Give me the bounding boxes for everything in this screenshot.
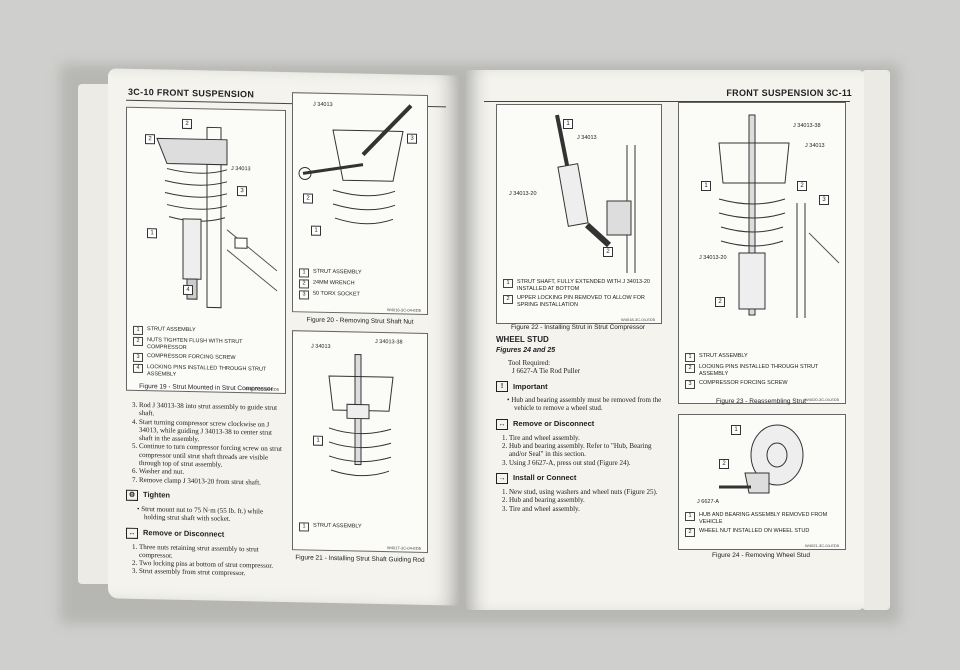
callout-3: 3 [237, 186, 247, 197]
remove-arrows-icon: ↔ [126, 527, 138, 539]
tool-required: Tool Required: [508, 358, 551, 367]
tighten-bullet: • Strut mount nut to 75 N·m (55 lb. ft.)… [137, 504, 264, 524]
important-bullet: • Hub and bearing assembly must be remov… [507, 396, 662, 413]
tool-name: J 6627-A Tie Rod Puller [512, 366, 581, 375]
tool-label-a: J 34013 [577, 135, 597, 141]
tool-label-a: J 34013 [311, 343, 331, 350]
remove-heading: ↔Remove or Disconnect [496, 418, 666, 430]
install-arrows-icon: → [496, 472, 508, 484]
callout-2: 2 [719, 459, 729, 469]
step: Tire and wheel assembly. [509, 434, 666, 442]
install-heading: →Install or Connect [496, 472, 666, 484]
left-page: 3C-10 FRONT SUSPENSION 2 2 3 1 4 J 34013… [108, 68, 460, 606]
step: Tire and wheel assembly. [509, 505, 666, 513]
tool-label-b: J 34013-20 [509, 191, 537, 197]
remove-heading: ↔Remove or Disconnect [126, 527, 286, 541]
callout-1: 1 [563, 119, 573, 129]
wheel-stud-illustration [719, 424, 804, 494]
wrench-icon: ⚙ [126, 489, 138, 501]
figure-21-caption: Figure 21 - Installing Strut Shaft Guidi… [295, 554, 425, 564]
remove-steps: Three nuts retaining strut assembly to s… [126, 542, 286, 579]
install-steps: New stud, using washers and wheel nuts (… [496, 488, 666, 513]
callout-2: 2 [603, 247, 613, 257]
callout-4: 4 [183, 284, 193, 296]
important-heading: !Important [496, 381, 666, 393]
left-page-text: Rod J 34013-38 into strut assembly to gu… [126, 401, 286, 579]
tighten-heading: ⚙Tighten [126, 489, 286, 504]
exclamation-icon: ! [496, 381, 508, 393]
callout-3: 3 [407, 133, 417, 144]
right-page-header: FRONT SUSPENSION 3C-11 [726, 88, 852, 98]
tool-label: J 34013 [231, 165, 251, 173]
figures-ref: Figures 24 and 25 [496, 347, 556, 355]
step: Continue to turn compressor forcing scre… [139, 442, 286, 470]
tool-label-b: J 34013 [805, 143, 825, 149]
tool-label: J 34013 [313, 101, 333, 109]
remove-steps: Tire and wheel assembly. Hub and bearing… [496, 434, 666, 467]
callout-1: 1 [147, 228, 157, 239]
callout-1: 1 [313, 435, 323, 446]
step: Hub and bearing assembly. Refer to "Hub,… [509, 442, 666, 459]
book-right-edge [862, 70, 890, 610]
section-title: WHEEL STUD [496, 335, 549, 344]
figure-code: W4017-3C-04-ED5 [386, 545, 421, 551]
figure-20-caption: Figure 20 - Removing Strut Shaft Nut [306, 316, 414, 326]
install-steps: Rod J 34013-38 into strut assembly to gu… [126, 401, 286, 487]
tool-label-c: J 34013-20 [699, 255, 727, 261]
reassembling-strut-illustration [718, 114, 840, 318]
header-rule [484, 101, 850, 102]
step: Using J 6627-A, press out stud (Figure 2… [509, 459, 666, 467]
right-page: FRONT SUSPENSION 3C-11 1 2 J 34013 J 340… [466, 70, 864, 610]
callout-2b: 2 [145, 134, 155, 145]
left-page-header: 3C-10 FRONT SUSPENSION [128, 86, 255, 100]
callout-2: 2 [797, 181, 807, 191]
step: Hub and bearing assembly. [509, 496, 666, 504]
right-page-text: WHEEL STUD Figures 24 and 25 Tool Requir… [496, 335, 666, 513]
figure-code: W4018-3C-04-ED5 [620, 317, 655, 322]
step: Start turning compressor screw clockwise… [139, 418, 286, 446]
callout-2b: 2 [715, 297, 725, 307]
callout-1: 1 [311, 225, 321, 236]
step: New stud, using washers and wheel nuts (… [509, 488, 666, 496]
figure-code: W4016-3C-04-ED5 [386, 307, 421, 313]
step: Remove clamp J 34013-20 from strut shaft… [139, 476, 286, 487]
tool-label-b: J 34013-38 [375, 338, 403, 346]
figure-code: W4020-3C-04-ED5 [804, 397, 839, 402]
shaft-nut-illustration [298, 104, 413, 225]
figure-code: W4021-3C-04-ED5 [804, 543, 839, 548]
figure-23-caption: Figure 23 - Reassembling Strut [716, 398, 806, 405]
figure-22-caption: Figure 22 - Installing Strut in Strut Co… [510, 324, 646, 331]
callout-2: 2 [182, 118, 192, 130]
callout-1: 1 [731, 425, 741, 435]
strut-compressor-illustration [156, 126, 278, 309]
guiding-rod-illustration [328, 353, 394, 477]
tool-label: J 6627-A [697, 499, 720, 505]
strut-install-illustration [555, 114, 636, 273]
tool-label-a: J 34013-38 [793, 123, 821, 129]
callout-2: 2 [303, 193, 313, 204]
remove-arrows-icon: ↔ [496, 418, 508, 430]
callout-1: 1 [701, 181, 711, 191]
callout-3: 3 [819, 195, 829, 205]
figure-24-caption: Figure 24 - Removing Wheel Stud [712, 552, 810, 559]
